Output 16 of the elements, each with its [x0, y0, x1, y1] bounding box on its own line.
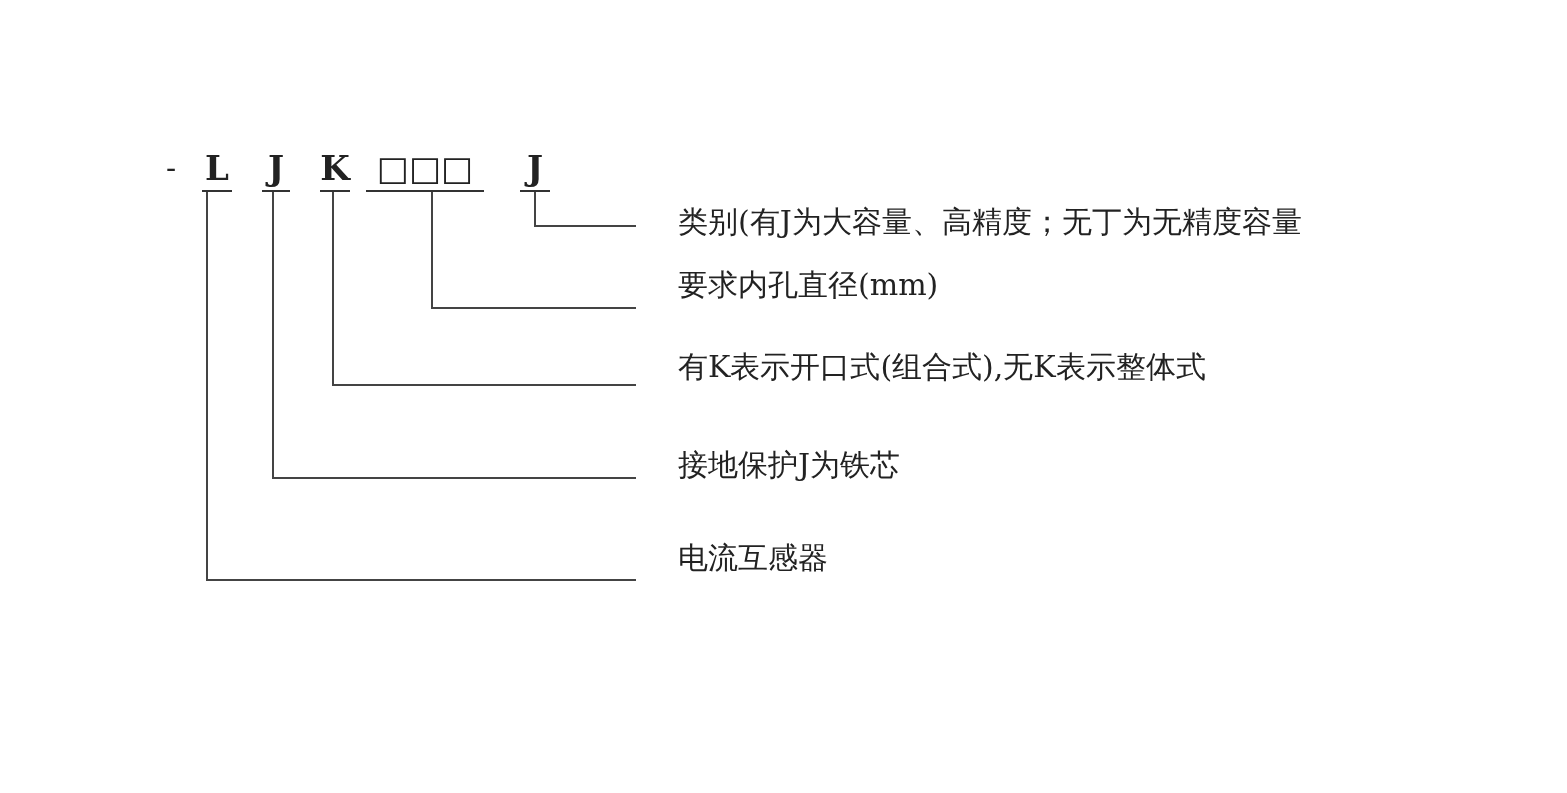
code-letter: J: [520, 148, 550, 192]
code-letter: J: [262, 148, 290, 192]
separator-dash: -: [166, 150, 177, 185]
leader-line: [332, 191, 637, 386]
leader-line: [534, 191, 637, 227]
code-letter: □□□: [366, 148, 484, 192]
description-text: 要求内孔直径(mm): [636, 258, 939, 312]
description-text: 有K表示开口式(组合式),无K表示整体式: [636, 343, 1206, 391]
code-letter: K: [320, 148, 350, 192]
description-text: 电流互感器: [636, 530, 828, 586]
leader-line: [206, 191, 637, 581]
leader-line: [431, 191, 637, 309]
description-text: 接地保护J为铁芯: [636, 445, 901, 485]
description-text: 类别(有J为大容量、高精度；无丁为无精度容量: [636, 196, 1302, 248]
leader-line: [272, 191, 637, 479]
code-letter: L: [202, 148, 232, 192]
